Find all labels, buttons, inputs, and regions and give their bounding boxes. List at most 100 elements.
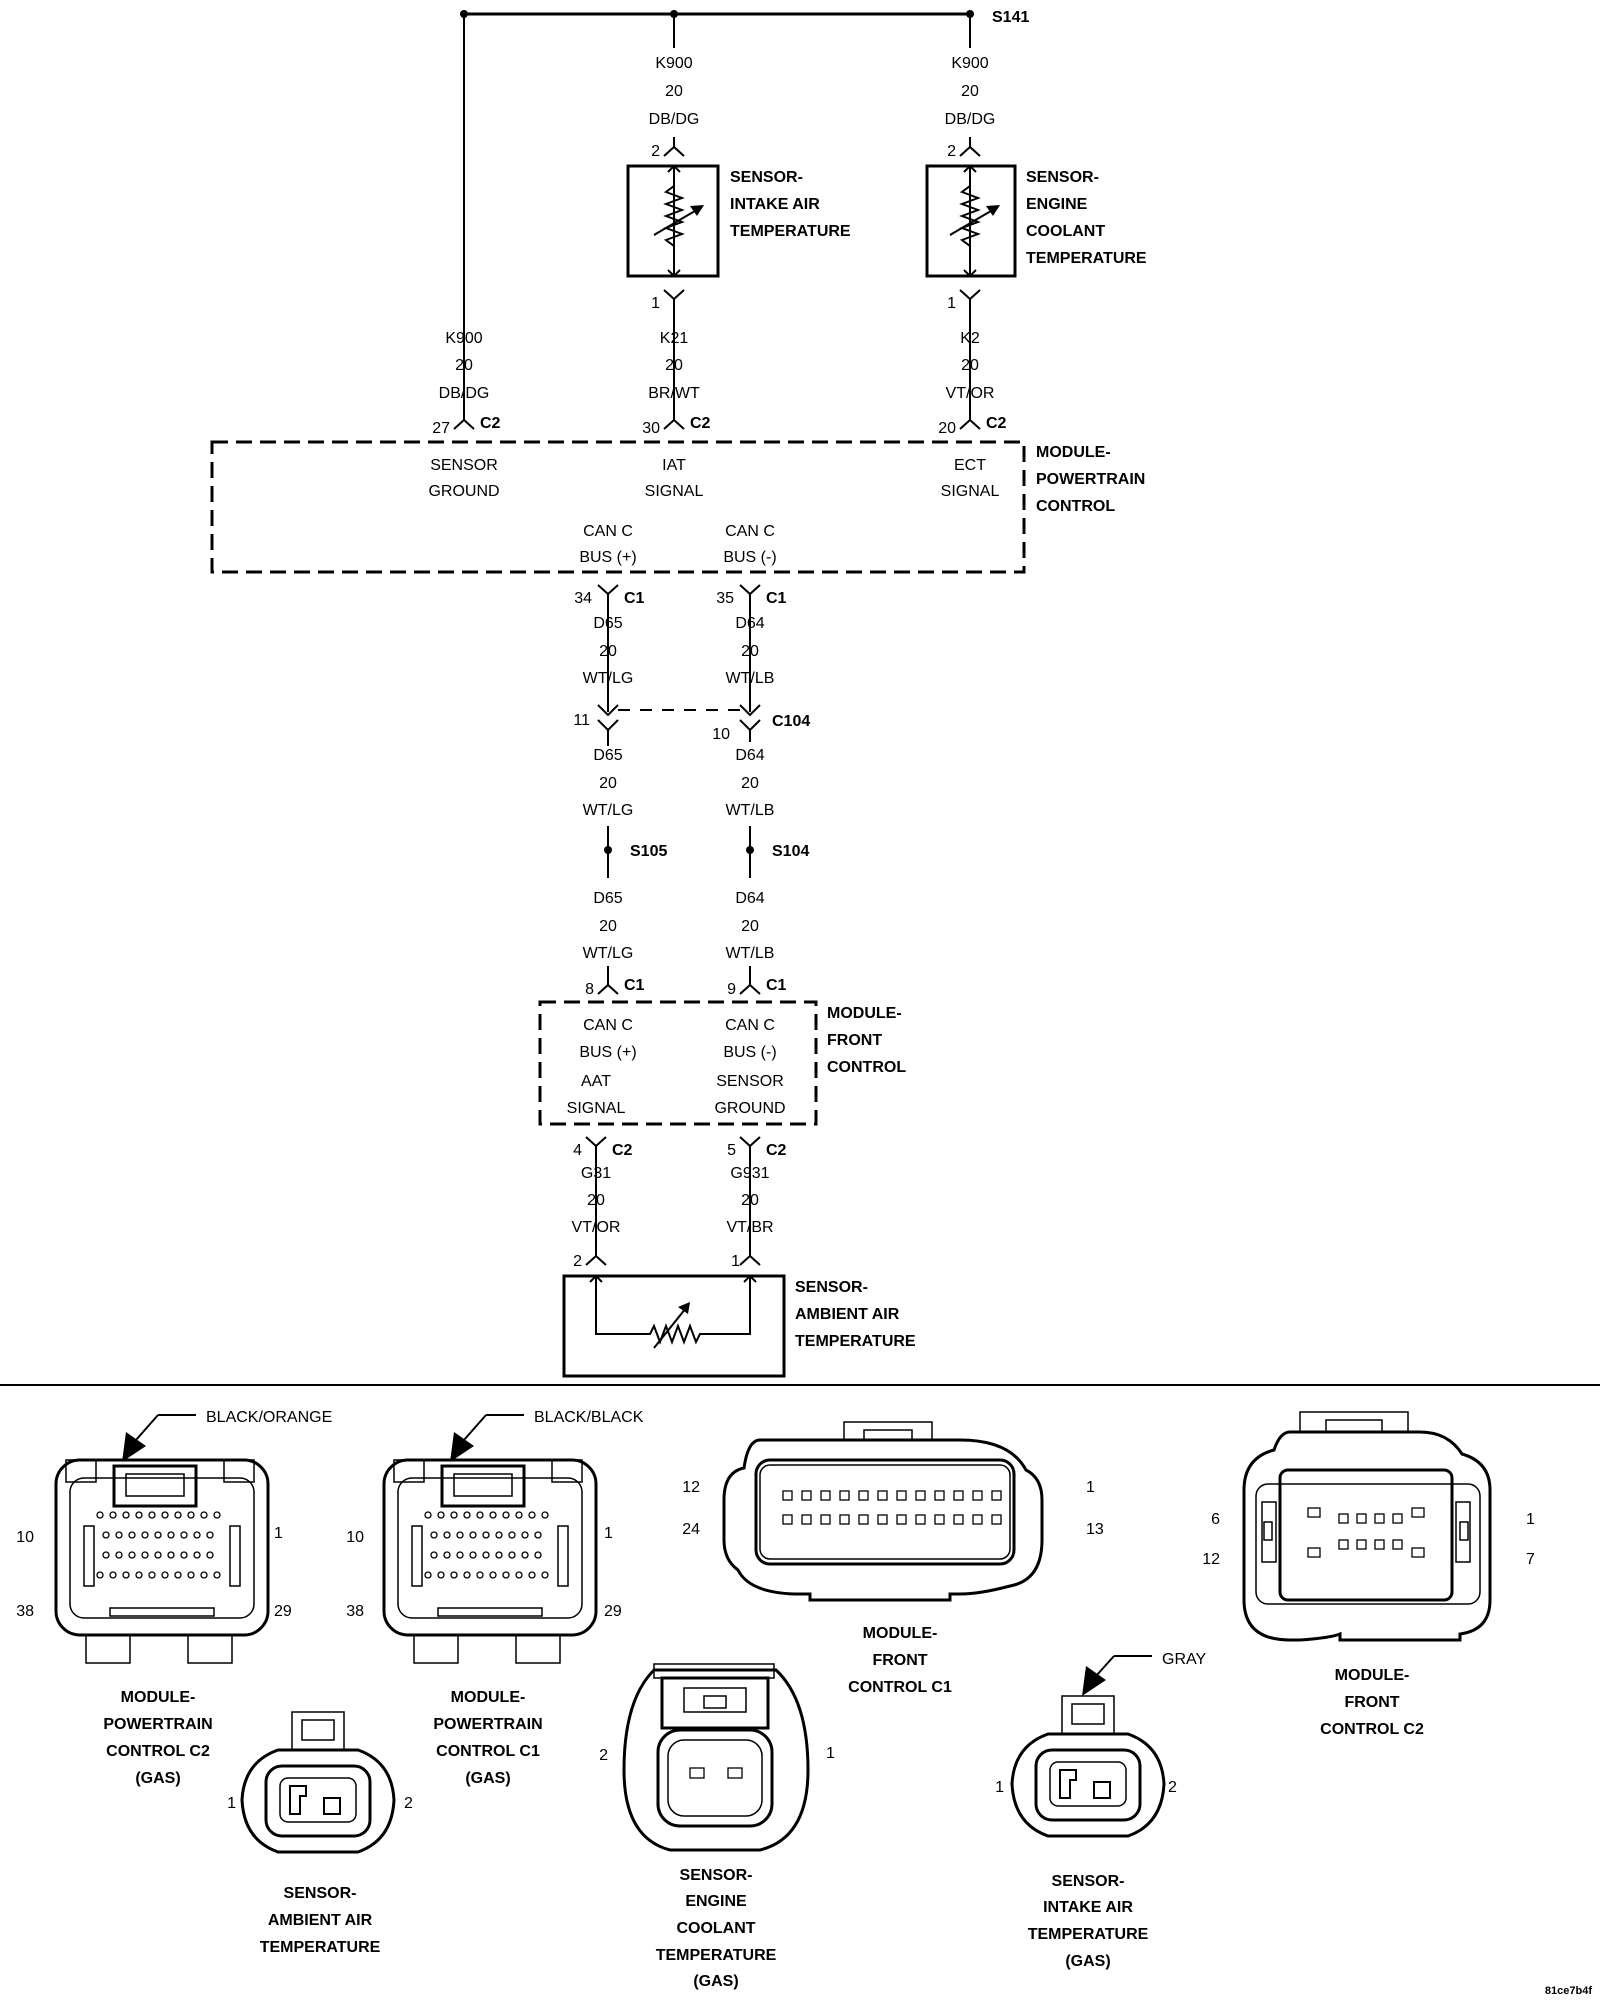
wire-circuit: D64 xyxy=(735,747,764,764)
wire-color: VT/OR xyxy=(572,1219,621,1236)
splice-s104-label: S104 xyxy=(772,843,809,860)
wire-circuit: K21 xyxy=(660,330,689,347)
fcm-function-label: CAN C xyxy=(583,1017,633,1034)
splice-s141-label: S141 xyxy=(992,9,1029,26)
ect-sensor-title-3: COOLANT xyxy=(1026,223,1105,240)
wire-gauge: 20 xyxy=(455,357,473,374)
pin-label: 1 xyxy=(227,1795,236,1812)
pin-number: 9 xyxy=(727,981,736,998)
wire-circuit: K900 xyxy=(951,55,988,72)
wire-circuit: K900 xyxy=(655,55,692,72)
pin-number: 8 xyxy=(585,981,594,998)
connector-id: C1 xyxy=(624,590,645,607)
wire-circuit: D64 xyxy=(735,890,764,907)
pin-label: 29 xyxy=(274,1603,292,1620)
connector-caption: (GAS) xyxy=(693,1973,738,1990)
pcm-function-label: BUS (+) xyxy=(579,549,636,566)
connector-caption: CONTROL C1 xyxy=(848,1679,952,1696)
connector-id: C2 xyxy=(766,1142,787,1159)
connector-caption: MODULE- xyxy=(121,1689,196,1706)
pin-number: 4 xyxy=(573,1142,582,1159)
connector-caption: INTAKE AIR xyxy=(1043,1899,1133,1916)
connector-id: C1 xyxy=(766,977,787,994)
pcm-title-1: MODULE- xyxy=(1036,444,1111,461)
wire-color: VT/BR xyxy=(726,1219,773,1236)
connector-caption: POWERTRAIN xyxy=(433,1716,542,1733)
pcm-function-label: SIGNAL xyxy=(941,483,1000,500)
wire-circuit: D64 xyxy=(735,615,764,632)
connector-caption: TEMPERATURE xyxy=(260,1939,381,1956)
pin-label: 12 xyxy=(682,1479,700,1496)
connector-caption: MODULE- xyxy=(863,1625,938,1642)
aat-sensor-title-3: TEMPERATURE xyxy=(795,1333,916,1350)
pcm-function-label: CAN C xyxy=(725,523,775,540)
pin-number: 35 xyxy=(716,590,734,607)
wire-g931-sensor-ground: 5 C2 G931 20 VT/BR 1 xyxy=(726,1136,787,1270)
wire-color: WT/LG xyxy=(583,802,634,819)
wire-gauge: 20 xyxy=(599,643,617,660)
pin-label: 38 xyxy=(16,1603,34,1620)
wire-color: VT/OR xyxy=(946,385,995,402)
connector-caption: POWERTRAIN xyxy=(103,1716,212,1733)
connector-caption: MODULE- xyxy=(1335,1667,1410,1684)
connector-color-label: GRAY xyxy=(1162,1651,1206,1668)
pin-label: 1 xyxy=(274,1525,283,1542)
connector-caption: FRONT xyxy=(1344,1694,1399,1711)
figure-id: 81ce7b4f xyxy=(1545,1985,1592,1997)
connector-caption: SENSOR- xyxy=(680,1867,753,1884)
connector-caption: AMBIENT AIR xyxy=(268,1912,373,1929)
fcm-function-label: SIGNAL xyxy=(567,1100,626,1117)
pin-number: 20 xyxy=(938,420,956,437)
wire-gauge: 20 xyxy=(961,83,979,100)
wire-gauge: 20 xyxy=(741,643,759,660)
pin-label: 1 xyxy=(604,1525,613,1542)
splice-s141-bus: S141 xyxy=(460,9,1029,26)
connector-view-aat-sensor: 1 2 SENSOR- AMBIENT AIR TEMPERATURE xyxy=(227,1711,413,1956)
fcm-title-2: FRONT xyxy=(827,1032,882,1049)
connector-caption: CONTROL C2 xyxy=(1320,1721,1424,1738)
wire-circuit: K2 xyxy=(960,330,980,347)
wire-gauge: 20 xyxy=(665,357,683,374)
pin-number: 5 xyxy=(727,1142,736,1159)
wire-circuit: G931 xyxy=(730,1165,769,1182)
pin-label: 10 xyxy=(16,1529,34,1546)
wire-color: WT/LB xyxy=(726,945,775,962)
wire-circuit: D65 xyxy=(593,747,622,764)
pin-label: 12 xyxy=(1202,1551,1220,1568)
pin-number: 2 xyxy=(947,143,956,160)
iat-sensor: SENSOR- INTAKE AIR TEMPERATURE xyxy=(626,164,851,278)
connector-id: C1 xyxy=(624,977,645,994)
wire-k21-iat-signal: 1 K21 20 BR/WT 30 C2 xyxy=(642,289,711,437)
connector-caption: ENGINE xyxy=(685,1893,747,1910)
wire-k900-to-ect-sensor: K900 20 DB/DG 2 xyxy=(945,14,995,160)
pcm-function-label: ECT xyxy=(954,457,986,474)
connector-caption: (GAS) xyxy=(1065,1953,1110,1970)
wire-gauge: 20 xyxy=(599,918,617,935)
connector-view-iat-sensor: GRAY 1 2 SENSOR- INTAKE AIR TEMPERATURE … xyxy=(995,1651,1206,1970)
connector-caption: CONTROL C1 xyxy=(436,1743,540,1760)
pcm-function-label: CAN C xyxy=(583,523,633,540)
wire-gauge: 20 xyxy=(599,775,617,792)
wire-color: DB/DG xyxy=(439,385,490,402)
wire-gauge: 20 xyxy=(961,357,979,374)
pin-label: 13 xyxy=(1086,1521,1104,1538)
connector-caption: CONTROL C2 xyxy=(106,1743,210,1760)
connector-c104: C104 xyxy=(618,709,810,730)
front-control-module: CAN C BUS (+) CAN C BUS (-) AAT SIGNAL S… xyxy=(538,1000,906,1126)
pin-number: 2 xyxy=(573,1253,582,1270)
fcm-function-label: AAT xyxy=(581,1073,611,1090)
fcm-function-label: GROUND xyxy=(714,1100,785,1117)
pin-label: 24 xyxy=(682,1521,700,1538)
wire-gauge: 20 xyxy=(665,83,683,100)
pin-number: 1 xyxy=(731,1253,740,1270)
connector-view-pcm-c1: BLACK/BLACK 10 1 38 29 MODULE- POWERTRAI… xyxy=(346,1409,644,1787)
pin-label: 7 xyxy=(1526,1551,1535,1568)
pin-number: 30 xyxy=(642,420,660,437)
connector-color-label: BLACK/ORANGE xyxy=(206,1409,332,1426)
pin-number: 10 xyxy=(712,726,730,743)
ect-sensor-title-4: TEMPERATURE xyxy=(1026,250,1147,267)
wire-circuit: D65 xyxy=(593,615,622,632)
pin-label: 2 xyxy=(599,1747,608,1764)
pin-label: 1 xyxy=(1086,1479,1095,1496)
pcm-c2-pin-grid xyxy=(96,1511,221,1579)
